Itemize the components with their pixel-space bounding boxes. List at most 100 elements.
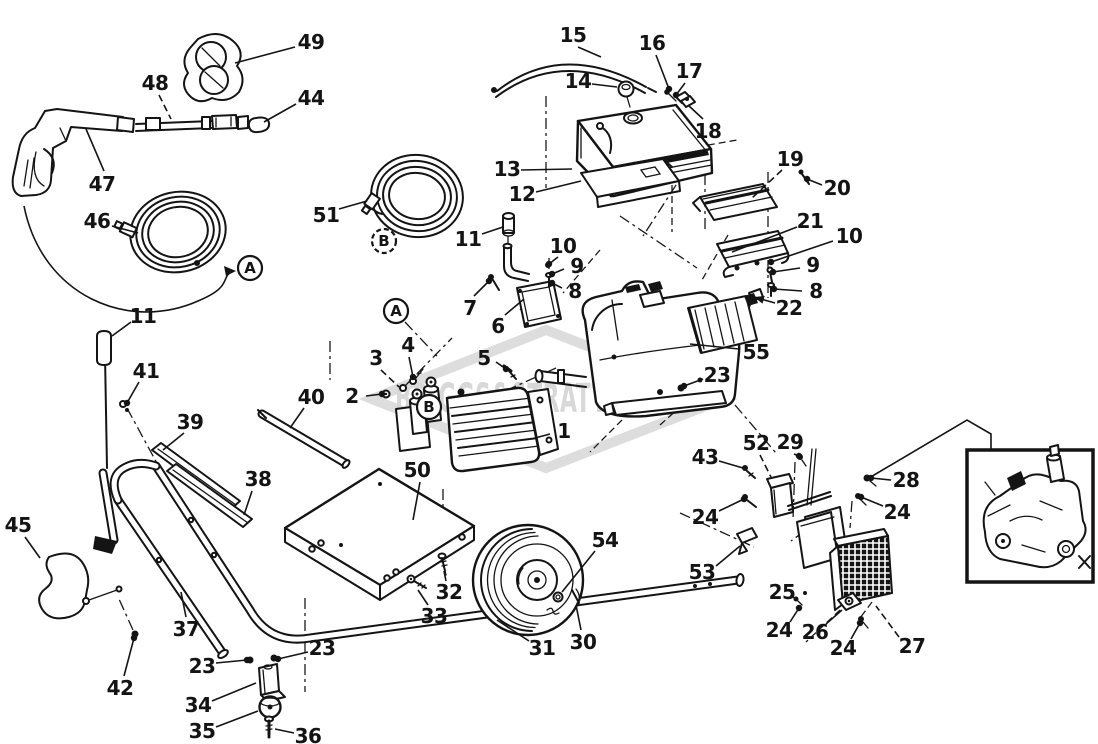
pump: [395, 376, 559, 473]
callout-label-55: 55: [743, 340, 770, 364]
callout-3: 3: [369, 346, 400, 388]
reference-bubbles-layer: A B A B: [236, 227, 443, 421]
callout-1: 1: [534, 419, 571, 443]
callout-label-27: 27: [899, 634, 926, 658]
callout-label-34: 34: [185, 693, 212, 717]
callout-36: 36: [274, 724, 322, 744]
callout-47: 47: [85, 128, 116, 196]
callout-label-25: 25: [769, 580, 796, 604]
callout-label-26: 26: [802, 620, 829, 644]
callout-38: 38: [243, 467, 272, 516]
callout-label-18: 18: [695, 119, 722, 143]
callout-label-20: 20: [824, 176, 851, 200]
callout-52: 52: [743, 431, 772, 478]
callout-label-44: 44: [298, 86, 325, 110]
callout-label-9: 9: [806, 253, 819, 277]
callout-42: 42: [107, 634, 138, 700]
callout-26: 26: [802, 609, 843, 644]
callout-label-32: 32: [436, 580, 463, 604]
callout-55: 55: [689, 340, 770, 364]
callout-label-11: 11: [130, 304, 157, 328]
callout-label-50: 50: [404, 458, 431, 482]
callout-49: 49: [234, 30, 325, 64]
callout-28: 28: [867, 468, 920, 492]
svg-text:A: A: [390, 302, 402, 320]
engine: [534, 280, 758, 418]
spray-wand: [135, 114, 249, 132]
callout-label-47: 47: [89, 172, 116, 196]
callout-label-13: 13: [494, 157, 521, 181]
callout-24: 24: [830, 619, 864, 660]
callout-37: 37: [173, 591, 200, 641]
callout-54: 54: [561, 528, 619, 593]
callout-2: 2: [345, 384, 386, 408]
heat-shield-panels: [692, 183, 790, 278]
callout-label-31: 31: [529, 636, 556, 660]
callout-51: 51: [313, 200, 368, 227]
engine-detail-inset: [965, 444, 1095, 584]
callout-14: 14: [565, 69, 618, 93]
callout-30: 30: [570, 604, 597, 654]
callout-label-52: 52: [743, 431, 770, 455]
callout-label-9: 9: [570, 254, 583, 278]
callout-label-6: 6: [491, 314, 504, 338]
rear-leg-mount: [246, 654, 286, 739]
callout-32: 32: [436, 570, 463, 604]
high-pressure-hose-coil: [23, 190, 236, 313]
callout-label-43: 43: [692, 445, 719, 469]
callout-label-12: 12: [509, 182, 536, 206]
callout-label-24: 24: [766, 618, 793, 642]
nozzle-kit: [183, 33, 244, 103]
callout-label-39: 39: [177, 410, 204, 434]
callout-label-33: 33: [421, 604, 448, 628]
callout-label-46: 46: [84, 209, 111, 233]
reference-bubble-A: A: [236, 254, 264, 282]
callout-44: 44: [263, 86, 325, 123]
callout-label-42: 42: [107, 676, 134, 700]
svg-text:A: A: [244, 259, 256, 277]
wire-clip: [38, 552, 123, 620]
callout-label-8: 8: [809, 279, 822, 303]
callout-label-45: 45: [5, 513, 32, 537]
callout-35: 35: [189, 710, 259, 743]
callout-label-41: 41: [133, 359, 160, 383]
callout-label-4: 4: [401, 333, 414, 357]
reference-bubble-A: A: [382, 297, 410, 325]
callout-29: 29: [777, 430, 804, 460]
callout-label-23: 23: [189, 654, 216, 678]
callout-label-21: 21: [797, 209, 824, 233]
callout-label-5: 5: [477, 346, 490, 370]
svg-text:B: B: [423, 398, 434, 416]
callout-27: 27: [875, 605, 926, 658]
tank-clamps: [664, 89, 696, 108]
callout-label-16: 16: [639, 31, 666, 55]
callout-50: 50: [404, 458, 431, 521]
muffler-assembly: [736, 419, 1001, 629]
callout-23: 23: [189, 654, 251, 678]
callout-label-51: 51: [313, 203, 340, 227]
callout-20: 20: [803, 175, 851, 200]
callout-34: 34: [185, 682, 257, 717]
reference-bubble-B: B: [370, 227, 398, 255]
callout-label-38: 38: [245, 467, 272, 491]
svg-text:B: B: [378, 232, 389, 250]
callout-label-24: 24: [884, 500, 911, 524]
callout-label-8: 8: [568, 279, 581, 303]
callout-8: 8: [770, 279, 823, 303]
callout-label-35: 35: [189, 719, 216, 743]
callout-label-14: 14: [565, 69, 592, 93]
callout-label-10: 10: [836, 224, 863, 248]
callout-39: 39: [162, 410, 204, 451]
callout-24: 24: [766, 604, 803, 642]
callout-7: 7: [463, 277, 493, 320]
callout-9: 9: [548, 254, 584, 278]
tank-base: [580, 158, 681, 208]
callout-label-53: 53: [689, 560, 716, 584]
callout-46: 46: [84, 209, 139, 234]
handle-grip-tube: [257, 409, 351, 469]
callout-25: 25: [769, 580, 799, 604]
chemical-hose-coil: [360, 153, 464, 239]
callout-label-7: 7: [463, 296, 476, 320]
